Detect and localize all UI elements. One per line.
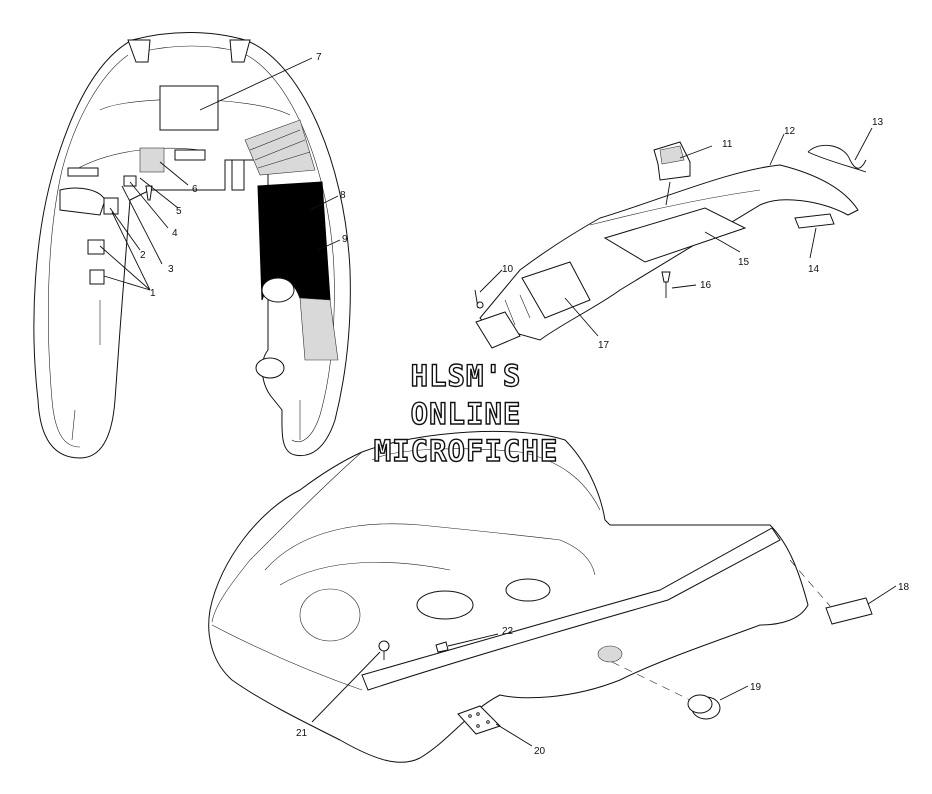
- callout-12: 12: [784, 126, 796, 137]
- callout-8: 8: [340, 190, 346, 201]
- callout-1: 1: [150, 288, 156, 299]
- watermark-line-1: HLSM'S: [411, 359, 522, 393]
- leaders-left: [99, 57, 341, 291]
- callout-15: 15: [738, 257, 750, 268]
- leaders-right-top: [479, 127, 873, 337]
- callout-6: 6: [192, 184, 198, 195]
- callout-22: 22: [502, 626, 514, 637]
- callout-labels: 1 2 3 4 5 6 7 8 9 10 11 12 13 14 15 16 1…: [140, 52, 910, 757]
- watermark-line-3: MICROFICHE: [374, 434, 559, 468]
- callout-2: 2: [140, 250, 146, 261]
- callout-18: 18: [898, 582, 910, 593]
- part-15-label: [603, 207, 747, 263]
- callout-17: 17: [598, 340, 610, 351]
- leaders-bottom: [311, 585, 897, 747]
- hood-exterior-shell: [208, 430, 809, 763]
- part-2-clip: [103, 197, 119, 215]
- part-16-screw: [661, 271, 671, 298]
- callout-13: 13: [872, 117, 884, 128]
- part-18-reflector: [825, 597, 873, 625]
- dash-panel-assembly: [474, 141, 867, 349]
- hood-interior-view: [33, 32, 351, 459]
- part-22-clip: [435, 641, 449, 653]
- watermark: HLSM'S ONLINE MICROFICHE: [373, 358, 559, 468]
- callout-21: 21: [296, 728, 308, 739]
- part-7-label: [159, 85, 219, 131]
- callout-19: 19: [750, 682, 762, 693]
- part-14-decal: [794, 213, 835, 229]
- part-8-hatch: [244, 119, 316, 176]
- callout-3: 3: [168, 264, 174, 275]
- watermark-line-2: ONLINE: [411, 397, 522, 431]
- callout-7: 7: [316, 52, 322, 63]
- callout-4: 4: [172, 228, 178, 239]
- hood-exterior-view: [208, 430, 873, 763]
- hood-inner-rim: [48, 45, 335, 448]
- part-17-label: [521, 261, 591, 319]
- callout-16: 16: [700, 280, 712, 291]
- part-13-cable: [807, 144, 867, 173]
- callout-10: 10: [502, 264, 514, 275]
- part-10-bolt: [474, 289, 484, 309]
- callout-11: 11: [722, 139, 733, 150]
- callout-20: 20: [534, 746, 546, 757]
- callout-14: 14: [808, 264, 820, 275]
- part-21-fastener: [378, 640, 390, 660]
- callout-9: 9: [342, 234, 348, 245]
- callout-5: 5: [176, 206, 182, 217]
